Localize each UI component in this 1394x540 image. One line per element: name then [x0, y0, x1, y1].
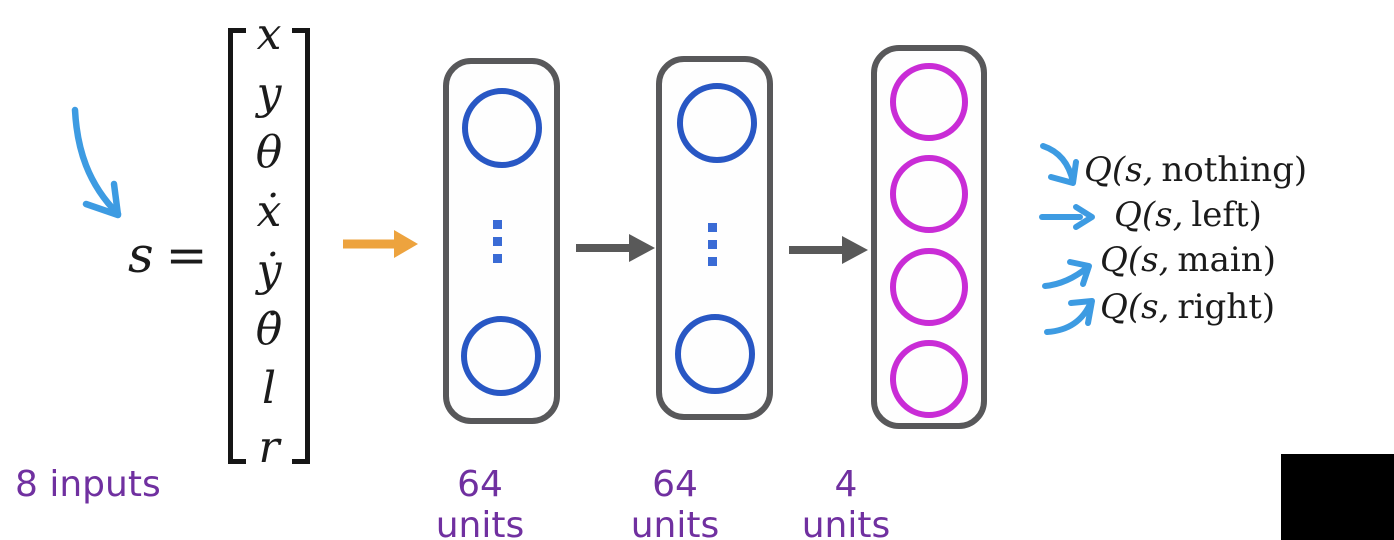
annotation-curved-arrow-icon [71, 106, 122, 219]
layer-arrow-icon [576, 234, 655, 262]
q-action-label: left) [1191, 195, 1262, 235]
vector-entry: y [256, 68, 282, 119]
vector-entry: ẏ [256, 245, 282, 296]
q-action-label: nothing) [1161, 150, 1308, 190]
neuron-circle [462, 88, 542, 168]
vector-entry: l [261, 363, 277, 414]
layer-2-units-label: 64 units [630, 464, 720, 540]
ellipsis-dot-icon [708, 257, 717, 266]
black-corner-rectangle [1281, 454, 1394, 540]
q-value-row: Q(s,right) [1100, 287, 1275, 327]
state-equation: s= [128, 226, 208, 284]
vector-entry: x [256, 9, 282, 60]
equals-sign: = [165, 226, 208, 284]
q-arrow-curve-up-icon [1042, 259, 1092, 289]
hidden-layer-1-box [443, 58, 560, 424]
q-function-label: Q(s, [1100, 287, 1170, 327]
layer-1-units-label: 64 units [435, 464, 525, 540]
output-units-label: 4 units [801, 464, 891, 540]
ellipsis-dot-icon [493, 237, 502, 246]
state-symbol: s [128, 226, 154, 284]
q-action-label: main) [1177, 240, 1276, 280]
q-arrow-straight-icon [1039, 204, 1095, 230]
q-action-label: right) [1177, 287, 1276, 327]
vector-bracket-left [228, 28, 246, 464]
output-neuron-circle [890, 248, 968, 326]
vector-entry: θ̇ [255, 304, 283, 355]
q-arrow-swoosh-up-icon [1044, 298, 1095, 335]
ellipsis-dot-icon [708, 223, 717, 232]
neuron-circle [675, 314, 755, 394]
layer-arrow-icon [789, 236, 868, 264]
vector-entry: θ [255, 127, 283, 178]
output-layer-box [871, 45, 987, 429]
state-vector: x y θ ẋ ẏ θ̇ l r [238, 5, 300, 477]
output-neuron-circle [890, 155, 968, 233]
hidden-layer-2-box [656, 56, 773, 420]
q-value-row: Q(s,left) [1114, 195, 1262, 235]
ellipsis-dot-icon [493, 254, 502, 263]
q-function-label: Q(s, [1084, 150, 1154, 190]
vector-entry: ẋ [256, 186, 282, 237]
q-function-label: Q(s, [1100, 240, 1170, 280]
output-neuron-circle [890, 63, 968, 141]
input-count-label: 8 inputs [15, 464, 161, 505]
q-arrow-curve-down-icon [1040, 143, 1079, 186]
vector-entry: r [258, 422, 280, 473]
input-arrow-icon [343, 230, 418, 258]
output-neuron-circle [890, 340, 968, 418]
q-function-label: Q(s, [1114, 195, 1184, 235]
ellipsis-dot-icon [493, 220, 502, 229]
neuron-circle [461, 316, 541, 396]
q-value-row: Q(s,main) [1100, 240, 1276, 280]
q-value-row: Q(s,nothing) [1084, 150, 1307, 190]
ellipsis-dot-icon [708, 240, 717, 249]
vector-bracket-right [292, 28, 310, 464]
neuron-circle [677, 83, 757, 163]
